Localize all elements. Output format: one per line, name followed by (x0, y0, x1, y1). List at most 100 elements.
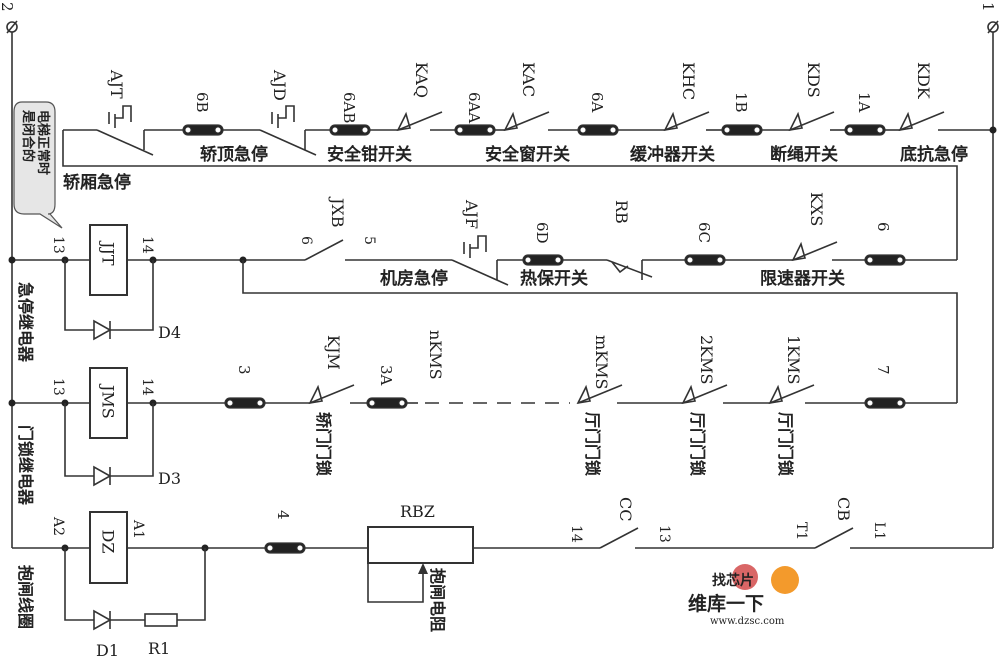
junction-dot (8, 256, 16, 264)
limit-switch-actuator-icon (768, 384, 784, 405)
terminal-label-1: 1 (979, 2, 997, 12)
fuse-label: 6C (695, 222, 713, 243)
fuse-end (866, 256, 874, 264)
fuse-label: 6AA (465, 92, 483, 123)
limit-switch-contact (899, 111, 945, 131)
fuse-end (266, 544, 274, 552)
pin-label: 13 (50, 378, 66, 396)
fuse-end (296, 544, 304, 552)
fuse-label: 3 (235, 365, 253, 375)
pin-label: T1 (793, 522, 809, 540)
buffer-name: 缓冲器开关 (630, 144, 715, 165)
estop-contact (96, 129, 154, 156)
watermark-top: 找芯片 (712, 572, 754, 589)
limit-switch-contact (504, 111, 550, 131)
d1-label: D1 (96, 641, 119, 660)
hall-door-lock-name: 厅门门锁 (688, 412, 707, 476)
fuse-end (753, 126, 761, 134)
hall-door-lock-name: 厅门门锁 (583, 412, 602, 476)
car-estop-name: 轿厢急停 (63, 172, 131, 193)
switch-contact (814, 527, 854, 549)
switch-label: 2KMS (697, 335, 716, 384)
limit-switch-contact (397, 111, 443, 131)
limit-switch-actuator-icon (663, 111, 679, 132)
switch-label: nKMS (426, 330, 445, 380)
thermal-name: 热保开关 (520, 268, 588, 289)
governor-name: 限速器开关 (760, 268, 845, 289)
limit-switch-actuator-icon (503, 111, 519, 132)
fuse-end (876, 126, 884, 134)
watermark-main: 维库一下 (688, 592, 764, 615)
brake-resistor-name: 抱闸电阻 (428, 568, 447, 632)
fuse-end (554, 256, 562, 264)
fuse-end (456, 126, 464, 134)
switch-label: KJM (324, 335, 343, 370)
pin-label: 6 (298, 236, 314, 245)
watermark-url: www.dzsc.com (710, 616, 785, 627)
fuse-end (256, 399, 264, 407)
limit-switch-contact (682, 384, 728, 404)
fuse-end (866, 399, 874, 407)
diode-icon (93, 609, 112, 631)
pin-label: 13 (50, 236, 66, 254)
switch-contact (304, 239, 344, 261)
row1-return (62, 130, 958, 260)
fuse-end (716, 256, 724, 264)
switch-label: 1KMS (784, 335, 803, 384)
fuse-label: 3A (377, 365, 395, 386)
rbz-label: RBZ (400, 502, 435, 521)
fuse-label: 1A (855, 92, 873, 113)
pin-label: A1 (130, 519, 146, 539)
estop-contact (259, 129, 317, 156)
pit-estop-name: 底抗急停 (900, 144, 968, 165)
fuse-end (368, 399, 376, 407)
estop-relay-name: 急停继电器 (16, 282, 35, 363)
limit-switch-actuator-icon (681, 384, 697, 405)
safety-gear-name: 安全钳开关 (327, 144, 412, 165)
limit-switch-actuator-icon (396, 111, 412, 132)
limit-switch-contact (792, 241, 838, 261)
switch-label: KDS (804, 62, 823, 98)
diode-icon (93, 465, 112, 487)
switch-label: KDK (914, 62, 933, 100)
pin-label: 14 (568, 525, 584, 543)
rbz-adjust (367, 563, 424, 603)
wire (177, 548, 206, 621)
junction-dot (8, 399, 16, 407)
thermal-contact (606, 259, 653, 278)
limit-switch-actuator-icon (791, 241, 807, 262)
pin-label: 13 (656, 525, 672, 543)
pin-label: 14 (139, 378, 155, 396)
limit-switch-actuator-icon (576, 384, 592, 405)
fuse-label: 6AB (340, 92, 358, 123)
fuse-end (846, 126, 854, 134)
fuse-end (896, 256, 904, 264)
car-door-lock-name: 轿门门锁 (314, 412, 333, 476)
diode-icon (93, 319, 112, 341)
estop-contact (451, 259, 509, 286)
jms-relay-label: JMS (99, 383, 118, 419)
fuse-end (226, 399, 234, 407)
fuse-end (723, 126, 731, 134)
fuse-end (486, 126, 494, 134)
top-estop-name: 轿顶急停 (200, 144, 268, 165)
fuse-end (398, 399, 406, 407)
switch-label: KAQ (412, 62, 431, 98)
pin-label: L1 (871, 522, 887, 540)
rope-break-name: 断绳开关 (770, 144, 838, 165)
r1-resistor (144, 613, 178, 627)
fuse-label: 6 (874, 222, 892, 232)
fuse-end (214, 126, 222, 134)
callout-text: 是闭合的 (20, 109, 36, 162)
hall-door-lock-name: 厅门门锁 (776, 412, 795, 476)
limit-switch-actuator-icon (788, 111, 804, 132)
terminal-slash (987, 20, 999, 34)
dz-coil (89, 511, 128, 584)
fuse-label: 6A (588, 92, 606, 113)
fuse-label: 1B (732, 92, 750, 113)
limit-switch-actuator-icon (308, 384, 324, 405)
estop-button-icon (108, 105, 132, 128)
brake-coil-name: 抱闸线圈 (16, 565, 35, 629)
limit-switch-contact (309, 384, 355, 404)
